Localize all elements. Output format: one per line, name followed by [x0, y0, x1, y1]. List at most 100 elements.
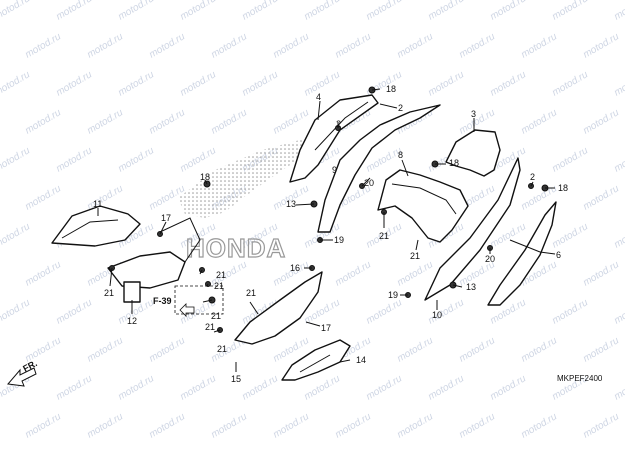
- callout-18a: 18: [386, 84, 396, 94]
- watermark-text: motod.ru: [581, 259, 621, 288]
- callout-18c: 18: [200, 172, 210, 182]
- callout-19b: 19: [388, 290, 398, 300]
- watermark-text: motod.ru: [364, 297, 404, 326]
- callout-21d: 21: [214, 281, 224, 291]
- watermark-text: motod.ru: [302, 69, 342, 98]
- watermark-text: motod.ru: [147, 335, 187, 364]
- watermark-text: motod.ru: [364, 0, 404, 23]
- watermark-text: motod.ru: [519, 335, 559, 364]
- watermark-text: motod.ru: [581, 411, 621, 440]
- part-12-bracket[interactable]: [107, 251, 186, 289]
- callout-21g: 21: [211, 311, 221, 321]
- part-8-undertail[interactable]: [377, 169, 469, 243]
- watermark-text: motod.ru: [550, 221, 590, 250]
- watermark-text: motod.ru: [457, 411, 497, 440]
- part-12-cylinder: [123, 281, 141, 303]
- watermark-text: motod.ru: [612, 145, 625, 174]
- callout-11: 11: [93, 199, 102, 209]
- callout-20a: 20: [364, 178, 374, 188]
- watermark-text: motod.ru: [581, 31, 621, 60]
- callout-4: 4: [316, 92, 321, 102]
- watermark-text: motod.ru: [612, 297, 625, 326]
- watermark-text: motod.ru: [333, 31, 373, 60]
- watermark-text: motod.ru: [54, 0, 94, 23]
- watermark-text: motod.ru: [488, 373, 528, 402]
- watermark-text: motod.ru: [54, 297, 94, 326]
- watermark-text: motod.ru: [240, 69, 280, 98]
- watermark-text: motod.ru: [395, 335, 435, 364]
- watermark-text: motod.ru: [147, 107, 187, 136]
- watermark-text: motod.ru: [23, 259, 63, 288]
- watermark-text: motod.ru: [457, 31, 497, 60]
- watermark-text: motod.ru: [0, 69, 32, 98]
- watermark-text: motod.ru: [116, 373, 156, 402]
- callout-15: 15: [231, 374, 241, 384]
- watermark-text: motod.ru: [550, 145, 590, 174]
- watermark-text: motod.ru: [271, 31, 311, 60]
- watermark-text: motod.ru: [612, 373, 625, 402]
- watermark-text: motod.ru: [550, 297, 590, 326]
- watermark-text: motod.ru: [426, 373, 466, 402]
- watermark-text: motod.ru: [54, 145, 94, 174]
- watermark-text: motod.ru: [488, 69, 528, 98]
- watermark-text: motod.ru: [395, 411, 435, 440]
- watermark-text: motod.ru: [178, 145, 218, 174]
- callout-21c: 21: [216, 270, 226, 280]
- watermark-text: motod.ru: [488, 0, 528, 23]
- watermark-text: motod.ru: [178, 373, 218, 402]
- part-16-mid-cover[interactable]: [234, 271, 323, 345]
- watermark-text: motod.ru: [0, 0, 32, 23]
- f39-arrow-icon: [179, 303, 195, 317]
- callout-2c: 2: [530, 172, 535, 182]
- watermark-text: motod.ru: [85, 31, 125, 60]
- watermark-text: motod.ru: [364, 69, 404, 98]
- f39-ref-box: [174, 285, 224, 315]
- watermark-text: motod.ru: [612, 69, 625, 98]
- watermark-text: motod.ru: [116, 0, 156, 23]
- watermark-text: motod.ru: [395, 259, 435, 288]
- callout-2b: 2: [336, 119, 341, 129]
- watermark-text: motod.ru: [426, 69, 466, 98]
- watermark-text: motod.ru: [612, 0, 625, 23]
- watermark-text: motod.ru: [550, 0, 590, 23]
- watermark-text: motod.ru: [333, 259, 373, 288]
- callout-18b: 18: [449, 158, 459, 168]
- watermark-text: motod.ru: [271, 107, 311, 136]
- watermark-text: motod.ru: [116, 145, 156, 174]
- watermark-text: motod.ru: [178, 0, 218, 23]
- watermark-text: motod.ru: [302, 0, 342, 23]
- part-3-rear-cowl[interactable]: [445, 129, 501, 177]
- watermark-text: motod.ru: [85, 107, 125, 136]
- part-11-inner-cowl[interactable]: [51, 205, 141, 247]
- callouts: 4 18 2 2 3 8 18 9 20 18 11 17 13 19 21 2…: [93, 84, 568, 384]
- watermark-text: motod.ru: [209, 411, 249, 440]
- callout-13a: 13: [286, 199, 296, 209]
- front-label: FR.: [21, 358, 38, 374]
- part-9-stay[interactable]: [317, 104, 441, 233]
- watermark-text: motod.ru: [302, 373, 342, 402]
- watermark-text: motod.ru: [0, 145, 32, 174]
- watermark-text: motod.ru: [426, 0, 466, 23]
- part-10-side-cover[interactable]: [424, 157, 521, 301]
- callout-20b: 20: [485, 254, 495, 264]
- watermark-text: motod.ru: [23, 411, 63, 440]
- watermark-text: motod.ru: [519, 31, 559, 60]
- watermark-text: motod.ru: [209, 31, 249, 60]
- honda-logo-text: HONDA: [186, 233, 286, 263]
- callout-21e: 21: [104, 288, 114, 298]
- callout-18d: 18: [558, 183, 568, 193]
- part-14-lower-cover[interactable]: [281, 339, 351, 381]
- watermark-text: motod.ru: [457, 335, 497, 364]
- watermark-text: motod.ru: [85, 411, 125, 440]
- watermark-text: motod.ru: [147, 411, 187, 440]
- watermark-text: motod.ru: [519, 107, 559, 136]
- watermark-text: motod.ru: [581, 335, 621, 364]
- callout-10: 10: [432, 310, 442, 320]
- callout-21f: 21: [246, 288, 256, 298]
- part-6-side-cowl[interactable]: [487, 201, 557, 306]
- part-4-tail-upper[interactable]: [289, 94, 379, 183]
- callout-6: 6: [556, 250, 561, 260]
- watermark-text: motod.ru: [395, 31, 435, 60]
- callout-19a: 19: [334, 235, 344, 245]
